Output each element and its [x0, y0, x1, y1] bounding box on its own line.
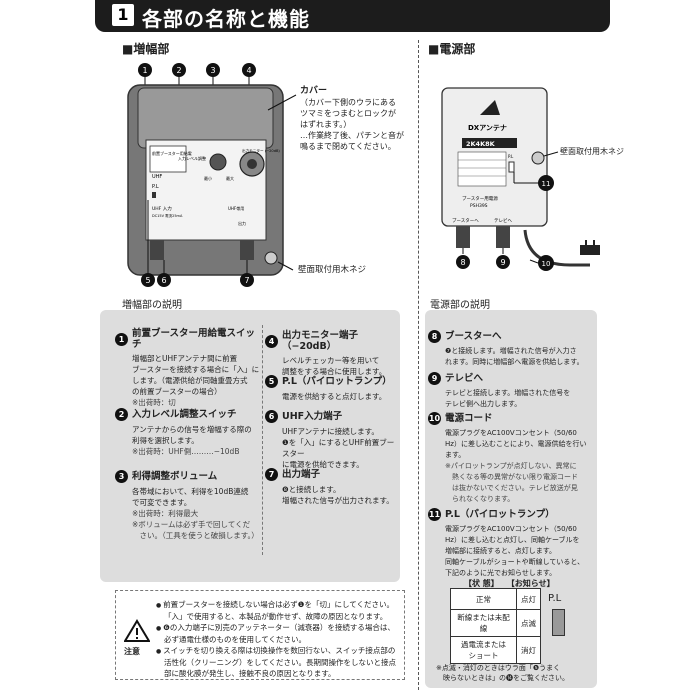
amp-item-divider	[262, 325, 263, 555]
svg-text:2: 2	[176, 66, 181, 75]
amp-section-label: ■増幅部	[122, 42, 170, 56]
power-screw	[531, 151, 545, 165]
output-connector[interactable]	[240, 240, 254, 260]
caution-label: 注意	[124, 647, 140, 656]
page-title: 各部の名称と機能	[142, 7, 310, 31]
power-callout-8: 8	[456, 248, 470, 269]
svg-text:UHF帯用: UHF帯用	[228, 205, 244, 211]
svg-text:8: 8	[460, 258, 465, 267]
power-unit-diagram: DXアンテナ 2K4K8K P.L ブースター用電源 PSH39S ブースターへ…	[441, 87, 600, 271]
section-divider	[418, 40, 419, 690]
list-item: スイッチを切り換える際は切換操作を数回行ない、スイッチ接点部の活性化（クリーニン…	[156, 645, 400, 679]
section-number: 1	[112, 4, 134, 26]
amp-desc-label: 増幅部の説明	[122, 300, 182, 311]
amp-screw-label: 壁面取付用木ネジ	[298, 265, 367, 275]
svg-text:UHF: UHF	[152, 174, 162, 180]
state-table-header: 【状 態】 【お知らせ】	[464, 579, 555, 588]
pl-label: P.L	[548, 593, 562, 604]
warning-icon	[124, 619, 150, 642]
power-callout-10: 10	[529, 255, 554, 271]
pl-indicator	[552, 609, 565, 636]
power-badge	[462, 138, 517, 148]
svg-text:DXアンテナ: DXアンテナ	[468, 124, 507, 132]
svg-text:P.L: P.L	[152, 184, 159, 190]
power-callout-11: 11	[513, 172, 554, 191]
svg-text:4: 4	[246, 66, 251, 75]
table-row: 正常点灯	[450, 588, 541, 610]
uhf-input-connector[interactable]	[150, 240, 164, 260]
tv-port[interactable]	[496, 226, 510, 248]
table-row: 過電流または ショート消灯	[450, 636, 541, 664]
svg-text:10: 10	[542, 260, 551, 268]
svg-text:2K4K8K: 2K4K8K	[466, 140, 496, 148]
power-desc-label: 電源部の説明	[430, 300, 490, 311]
booster-port[interactable]	[456, 226, 470, 248]
amp-description-panel	[100, 310, 400, 582]
power-pilot-lamp	[508, 161, 515, 173]
svg-text:PSH39S: PSH39S	[470, 203, 488, 209]
amp-callout-7: 7	[240, 260, 254, 287]
state-table: 正常点灯 断線または未配線点滅 過電流または ショート消灯	[450, 588, 541, 664]
gain-knob[interactable]	[209, 153, 227, 171]
svg-text:9: 9	[500, 258, 505, 267]
power-section-label: ■電源部	[428, 42, 476, 56]
cover-title: カバー	[300, 86, 328, 96]
power-callout-9: 9	[496, 248, 510, 269]
booster-power-switch[interactable]	[149, 145, 187, 173]
state-footnote: ※点滅・消灯のときはウラ面「❺うまく 映らないときは」の⓮をご覧ください。	[436, 664, 569, 682]
svg-text:6: 6	[161, 276, 166, 285]
svg-text:テレビへ: テレビへ	[494, 217, 512, 224]
cover-callout: カバー （カバー下側のウラにある ツマミをつまむとロックが はずれます。） …作…	[300, 86, 404, 151]
svg-text:出力モニター (−20dB): 出力モニター (−20dB)	[242, 148, 280, 153]
power-screw-label: 壁面取付用木ネジ	[560, 147, 624, 156]
caution-list: 前置ブースターを接続しない場合は必ず❶を「切」にしてください。「入」で使用すると…	[156, 599, 400, 679]
caution-box: 注意 前置ブースターを接続しない場合は必ず❶を「切」にしてください。「入」で使用…	[115, 590, 405, 680]
svg-text:最大: 最大	[226, 175, 234, 181]
table-row: 断線または未配線点滅	[450, 609, 541, 637]
svg-text:UHF 入力: UHF 入力	[152, 205, 172, 212]
svg-text:最小: 最小	[204, 175, 212, 181]
svg-text:DC15V 電流25mA: DC15V 電流25mA	[152, 213, 183, 218]
svg-text:ブースター用電源: ブースター用電源	[462, 195, 498, 202]
svg-text:7: 7	[244, 276, 249, 285]
svg-text:5: 5	[145, 276, 150, 285]
svg-text:11: 11	[542, 180, 551, 188]
list-item: 前置ブースターを接続しない場合は必ず❶を「切」にしてください。「入」で使用すると…	[156, 599, 400, 622]
amp-callout-6: 6	[157, 260, 171, 287]
header-bar	[95, 0, 610, 32]
svg-text:P.L: P.L	[508, 154, 514, 159]
list-item: ❻の入力端子に別売のアッテネーター（減衰器）を接続する場合は、必ず通電仕様のもの…	[156, 622, 400, 645]
svg-text:ブースターへ: ブースターへ	[452, 217, 479, 224]
svg-text:1: 1	[142, 66, 147, 75]
svg-text:前置ブースター用給電: 前置ブースター用給電	[152, 150, 192, 156]
svg-text:入力レベル調整: 入力レベル調整	[178, 155, 206, 161]
svg-text:出力: 出力	[238, 220, 246, 226]
amp-callout-5: 5	[141, 200, 155, 287]
svg-text:3: 3	[210, 66, 215, 75]
amplifier-diagram: 1 2 3 4 前置ブースター用給電 UHF 入力レベル調整 最小 最大 出力モ…	[127, 63, 297, 287]
amp-cover	[137, 87, 274, 149]
amp-screw	[264, 251, 278, 265]
amp-pilot-lamp	[152, 192, 156, 198]
